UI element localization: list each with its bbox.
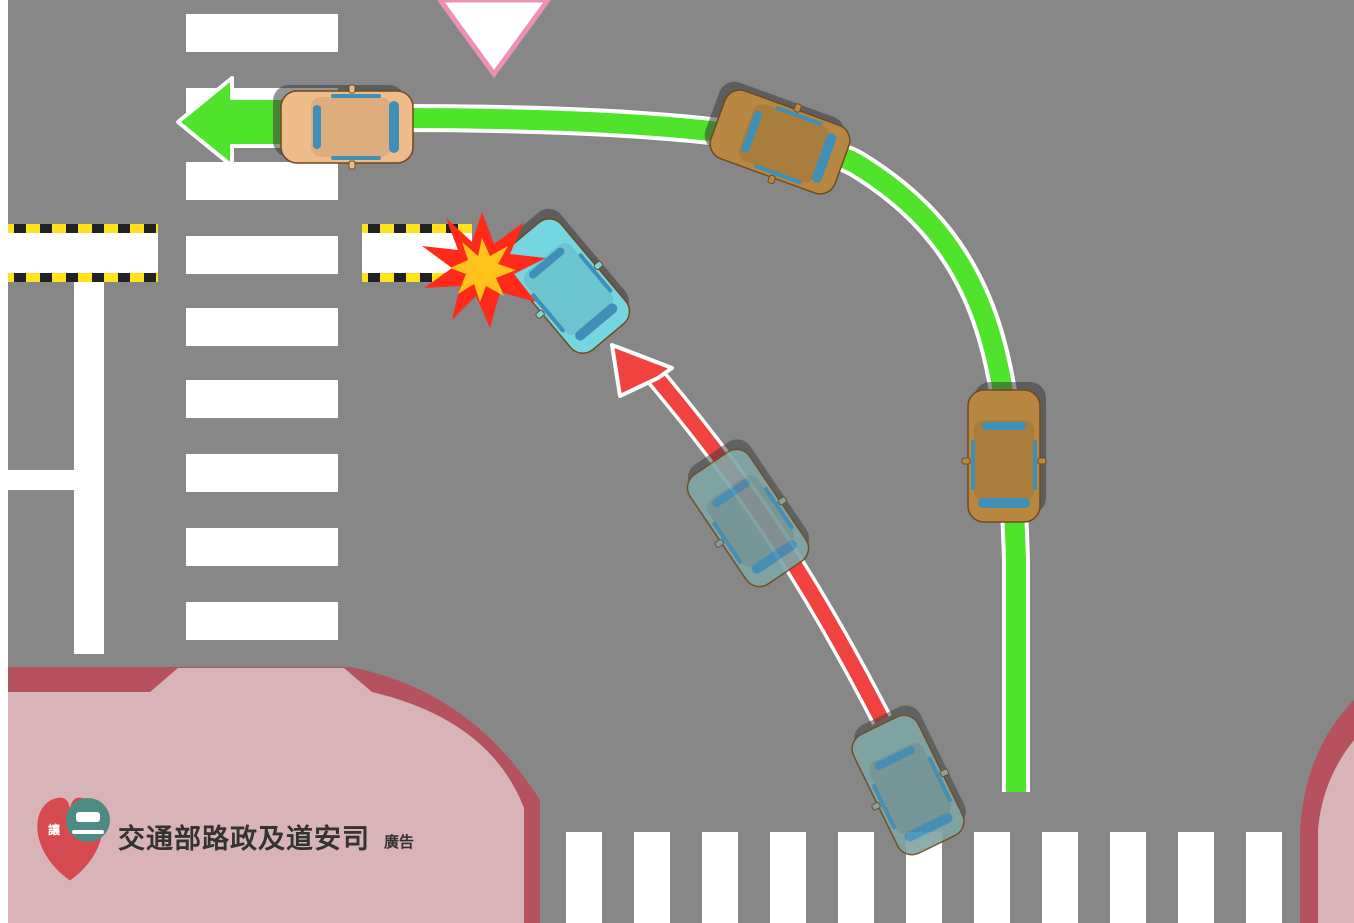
svg-text:讓: 讓 bbox=[48, 822, 61, 837]
advertiser-caption: 交通部路政及道安司 廣告 bbox=[118, 796, 414, 876]
safe-car-start bbox=[961, 382, 1047, 523]
unsafe-car-start bbox=[851, 705, 966, 856]
advertisement-label: 廣告 bbox=[384, 832, 415, 851]
collision-burst-icon bbox=[422, 212, 546, 328]
island-left bbox=[8, 224, 158, 282]
yield-triangle-icon bbox=[436, 0, 552, 79]
left-border bbox=[0, 0, 8, 923]
crosswalk-bottom bbox=[566, 832, 1282, 923]
sidewalk-left bbox=[8, 668, 524, 923]
safe-car-end bbox=[273, 84, 414, 170]
unsafe-path-arrowhead bbox=[610, 343, 674, 398]
unsafe-car-middle bbox=[686, 439, 810, 588]
sidewalk-right bbox=[1318, 740, 1354, 923]
road-safety-heart-logo-icon: 讓 bbox=[37, 797, 110, 881]
organization-name: 交通部路政及道安司 bbox=[118, 823, 370, 855]
safe-car-middle bbox=[704, 81, 851, 195]
lane-line-vertical bbox=[74, 282, 104, 654]
unsafe-car-collision bbox=[501, 208, 631, 354]
lane-line-horizontal bbox=[8, 470, 74, 490]
